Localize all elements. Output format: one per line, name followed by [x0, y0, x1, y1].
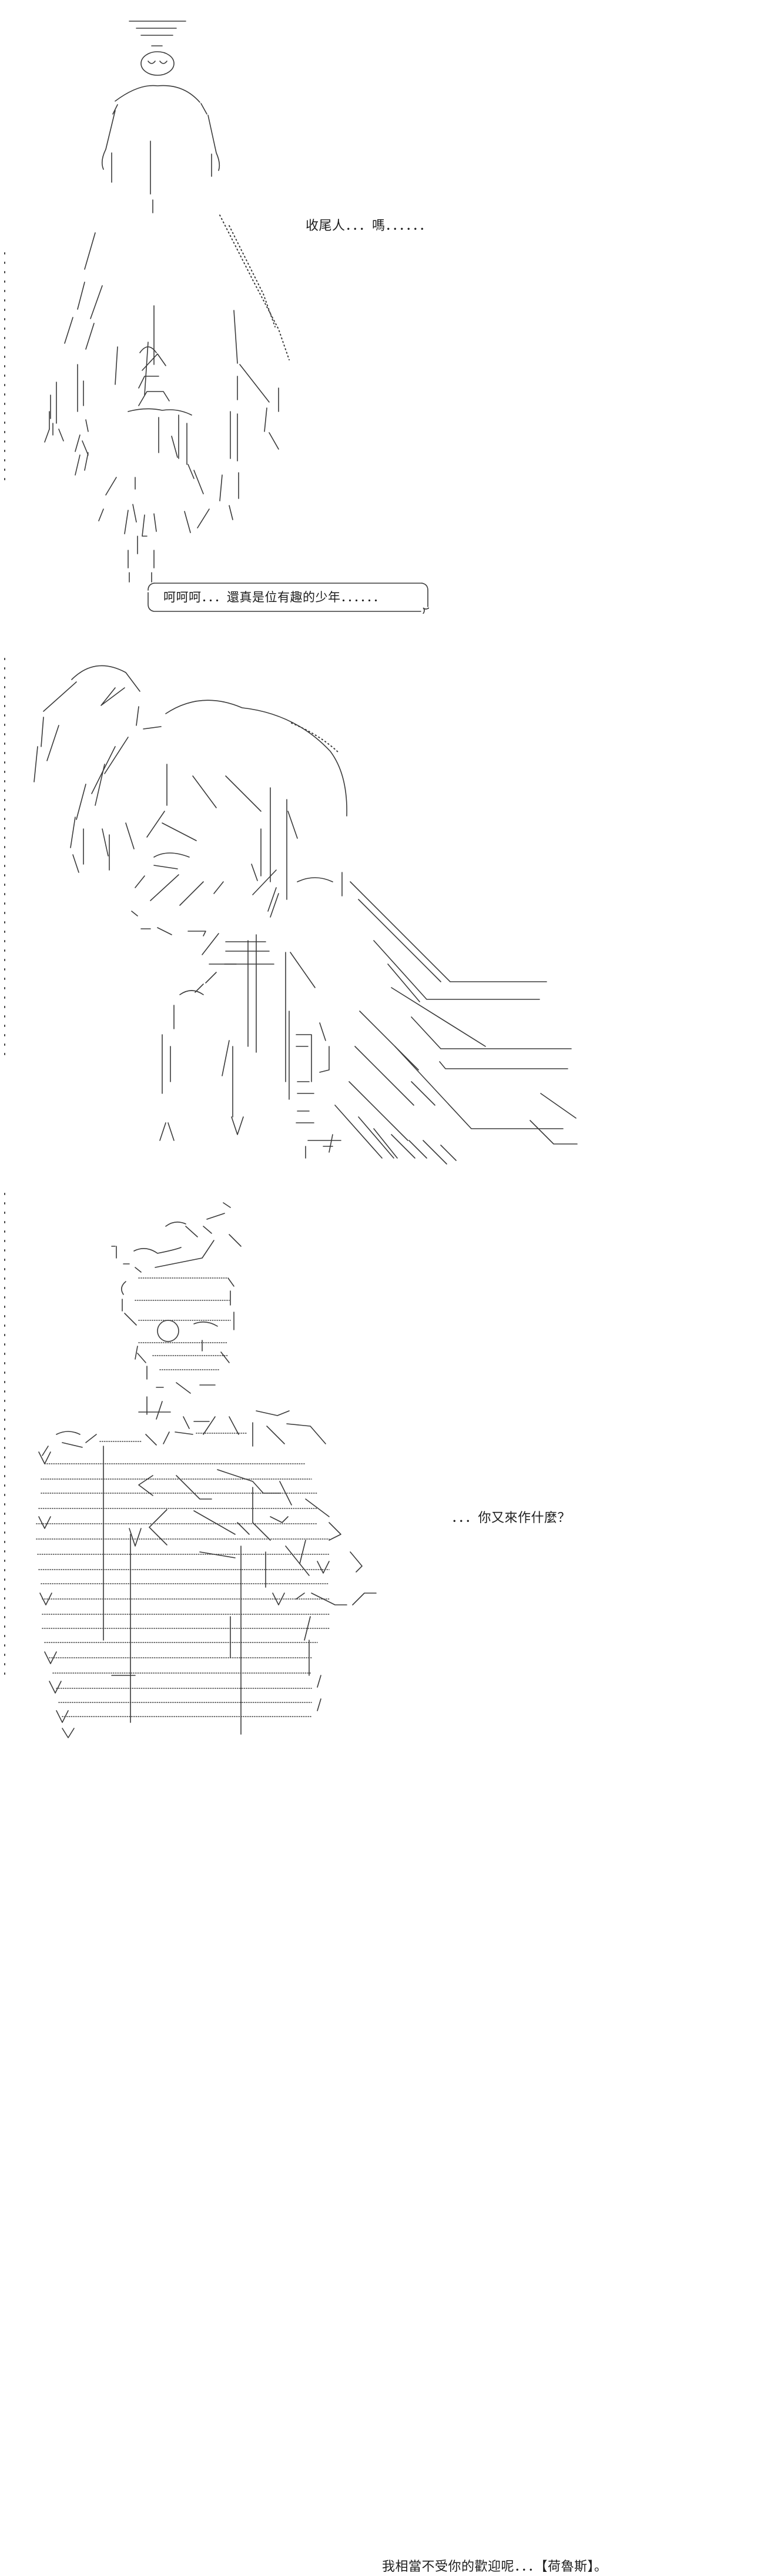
dialogue-line-2: 呵呵呵．．．還真是位有趣的少年．．．．．．: [163, 590, 386, 604]
long-haired-figure: [4, 658, 578, 1165]
panel-3: 我相當不受你的歡迎呢．．．【荷魯斯】。: [0, 1170, 764, 2574]
short-haired-boy-figure: [4, 1193, 377, 1738]
dialogue-line-3: ．．．你又來作什麼？: [451, 1511, 571, 1525]
dialogue-line-1: 收尾人．．．嗎．．．．．．: [306, 219, 433, 233]
dialogue-line-4: 我相當不受你的歡迎呢．．．【荷魯斯】。: [382, 2560, 608, 2574]
speech-bubble-frame: [148, 583, 430, 614]
panel-1: 收尾人．．．嗎．．．．．． 呵呵呵．．．還真是位有趣的少年．．．．．．: [0, 0, 764, 635]
speech-bubble: 呵呵呵．．．還真是位有趣的少年．．．．．．: [146, 581, 430, 614]
robed-stranger-figure: [4, 21, 290, 583]
panel-2: ．．．你又來作什麼？: [0, 635, 764, 1525]
